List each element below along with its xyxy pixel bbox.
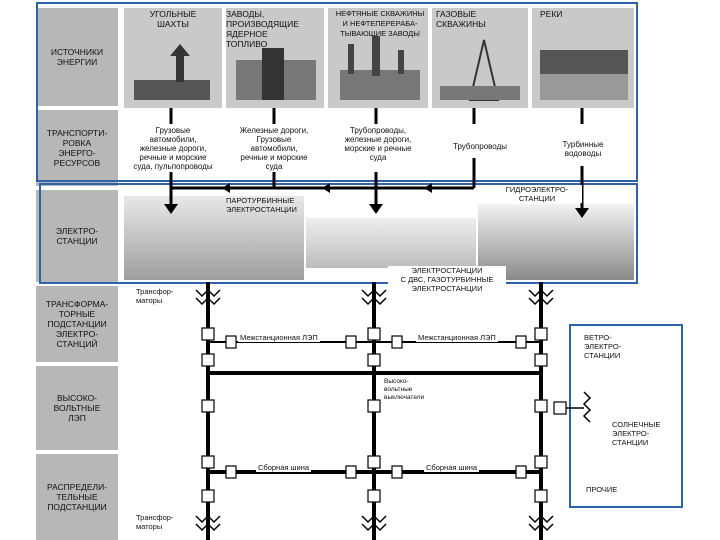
row-label-hv-lines: ВЫСОКО- ВОЛЬТНЫЕ ЛЭП (36, 366, 118, 450)
row-label-transport: ТРАНСПОРТИ- РОВКА ЭНЕРГО- РЕСУРСОВ (36, 110, 118, 186)
source-title-coal: УГОЛЬНЫЕ ШАХТЫ (149, 9, 197, 29)
transport-gas: Трубопроводы (453, 142, 507, 151)
source-title-nuclear: ЗАВОДЫ, ПРОИЗВОДЯЩИЕ ЯДЕРНОЕ ТОПЛИВО (226, 9, 299, 49)
row-label-sources: ИСТОЧНИКИ ЭНЕРГИИ (36, 8, 118, 106)
row-label-distribution-substations: РАСПРЕДЕЛИ- ТЕЛЬНЫЕ ПОДСТАНЦИИ (36, 454, 118, 540)
intertie-line-left-label: Межстанционная ЛЭП (238, 333, 320, 342)
hv-breakers-label: Высоко- вольтные выключатели (384, 378, 425, 401)
source-title-rivers: РЕКИ (540, 9, 563, 19)
transport-nuclear: Железные дороги, Грузовые автомобили, ре… (239, 126, 309, 171)
busbar-left-label: Сборная шина (256, 463, 312, 472)
busbar-right-label: Сборная шина (424, 463, 480, 472)
ice-gas-plants-label: ЭЛЕКТРОСТАНЦИИ С ДВС, ГАЗОТУРБИННЫЕ ЭЛЕК… (388, 266, 506, 293)
river-dam-icon (540, 50, 628, 100)
transformers-top-label: Трансфор- маторы (136, 287, 174, 305)
intertie-line-right-label: Межстанционная ЛЭП (416, 333, 498, 342)
coal-mine-icon (134, 44, 210, 100)
nuclear-fuel-plant-icon (236, 48, 316, 100)
transport-oil: Трубопроводы, железные дороги, морские и… (344, 126, 412, 162)
steam-plant-illustration (124, 196, 304, 280)
transport-coal: Грузовые автомобили, железные дороги, ре… (133, 126, 213, 171)
hydro-plants-label: ГИДРОЭЛЕКТРО- СТАНЦИИ (492, 185, 582, 203)
solar-plants-label: СОЛНЕЧНЫЕ ЭЛЕКТРО- СТАНЦИИ (612, 420, 661, 447)
other-plants-label: ПРОЧИЕ (586, 485, 618, 494)
source-title-oil: НЕФТЯНЫЕ СКВАЖИНЫ И НЕФТЕПЕРЕРАБА- ТЫВАЮ… (335, 9, 425, 38)
oil-refinery-icon (340, 36, 420, 100)
ice-plant-illustration (306, 218, 476, 268)
transport-rivers: Турбинные водоводы (562, 140, 604, 158)
source-title-gas: ГАЗОВЫЕ СКВАЖИНЫ (436, 9, 486, 29)
row-label-power-plants: ЭЛЕКТРО- СТАНЦИИ (36, 190, 118, 282)
wind-plants-label: ВЕТРО- ЭЛЕКТРО- СТАНЦИИ (584, 333, 622, 360)
gas-well-icon (440, 39, 520, 101)
steam-plants-label: ПАРОТУРБИННЫЕ ЭЛЕКТРОСТАНЦИИ (226, 196, 297, 214)
transformers-bottom-label: Трансфор- маторы (136, 513, 174, 531)
row-label-transformer-substations: ТРАНСФОРМА- ТОРНЫЕ ПОДСТАНЦИИ ЭЛЕКТРО- С… (36, 286, 118, 362)
